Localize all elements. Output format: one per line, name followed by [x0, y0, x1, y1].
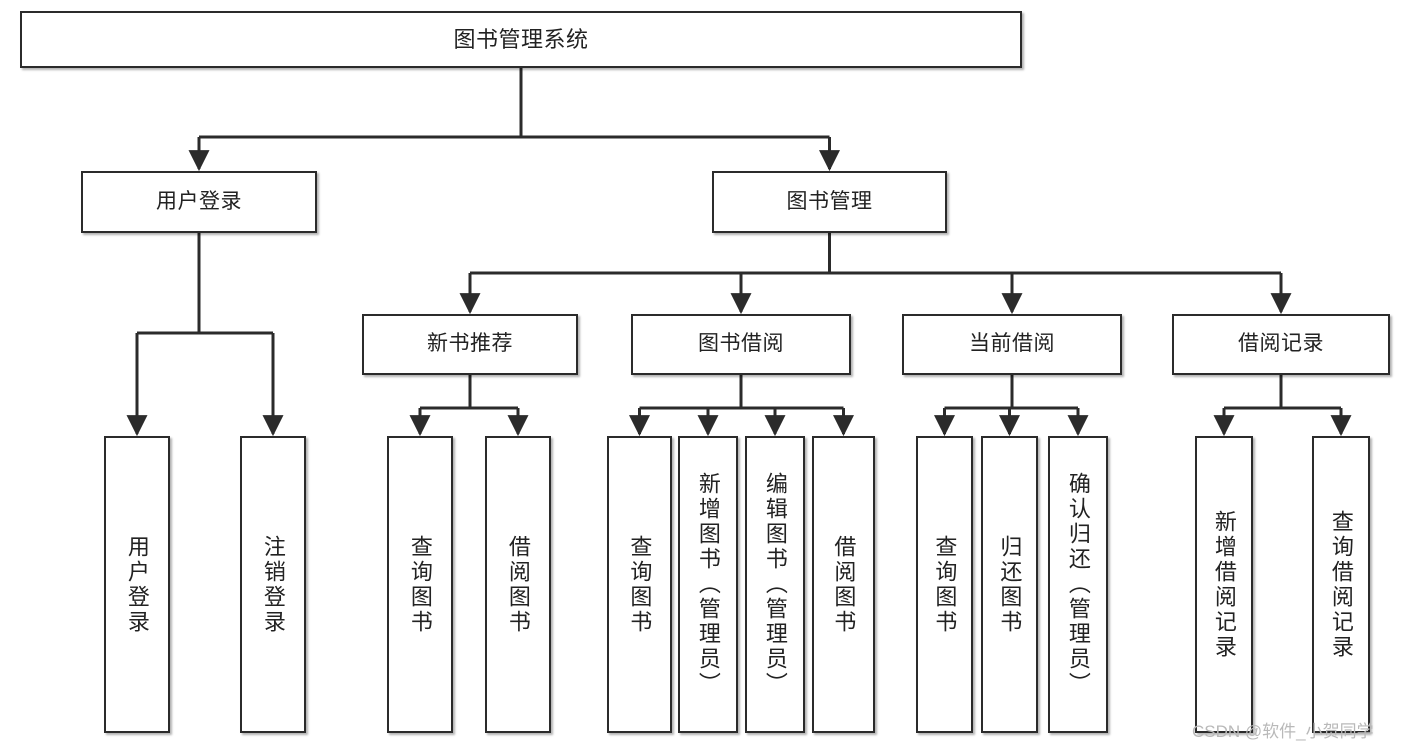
- node-leaf-query-book-2[interactable]: 查询图书: [607, 436, 672, 733]
- node-leaf-borrow-book-1-label: 借阅图书: [505, 534, 531, 635]
- node-current-borrow-label: 当前借阅: [969, 332, 1055, 356]
- node-new-book-recommend-label: 新书推荐: [427, 332, 513, 356]
- node-leaf-query-record[interactable]: 查询借阅记录: [1312, 436, 1370, 733]
- node-new-book-recommend[interactable]: 新书推荐: [362, 314, 578, 375]
- node-leaf-user-login[interactable]: 用户登录: [104, 436, 170, 733]
- node-book-manage-label: 图书管理: [786, 189, 873, 213]
- node-book-manage[interactable]: 图书管理: [712, 171, 947, 233]
- node-leaf-query-book-3[interactable]: 查询图书: [916, 436, 973, 733]
- node-leaf-return-book-label: 归还图书: [997, 534, 1023, 635]
- node-leaf-borrow-book-1[interactable]: 借阅图书: [485, 436, 551, 733]
- node-leaf-query-book-1-label: 查询图书: [407, 534, 433, 635]
- node-leaf-add-record-label: 新增借阅记录: [1211, 509, 1237, 660]
- node-borrow-record[interactable]: 借阅记录: [1172, 314, 1390, 375]
- node-leaf-add-record[interactable]: 新增借阅记录: [1195, 436, 1253, 733]
- node-leaf-query-book-1[interactable]: 查询图书: [387, 436, 453, 733]
- node-leaf-confirm-return[interactable]: 确认归还（管理员）: [1048, 436, 1108, 733]
- node-leaf-add-book-label: 新增图书（管理员）: [695, 472, 721, 697]
- node-root-label: 图书管理系统: [453, 26, 589, 52]
- node-leaf-user-login-label: 用户登录: [124, 534, 150, 635]
- node-book-borrow-label: 图书借阅: [698, 332, 784, 356]
- node-leaf-query-record-label: 查询借阅记录: [1328, 509, 1354, 660]
- node-leaf-add-book[interactable]: 新增图书（管理员）: [678, 436, 738, 733]
- node-borrow-record-label: 借阅记录: [1238, 332, 1324, 356]
- node-root[interactable]: 图书管理系统: [20, 11, 1022, 68]
- node-leaf-return-book[interactable]: 归还图书: [981, 436, 1038, 733]
- node-book-borrow[interactable]: 图书借阅: [631, 314, 851, 375]
- watermark: CSDN @软件_小贺同学: [1192, 722, 1374, 741]
- node-user-login-label: 用户登录: [156, 189, 242, 213]
- node-leaf-query-book-2-label: 查询图书: [627, 534, 653, 635]
- node-leaf-user-logout[interactable]: 注销登录: [240, 436, 306, 733]
- node-leaf-user-logout-label: 注销登录: [260, 534, 286, 635]
- node-leaf-confirm-return-label: 确认归还（管理员）: [1065, 472, 1091, 697]
- node-leaf-edit-book-label: 编辑图书（管理员）: [762, 472, 788, 697]
- node-leaf-edit-book[interactable]: 编辑图书（管理员）: [745, 436, 805, 733]
- node-user-login[interactable]: 用户登录: [81, 171, 317, 233]
- node-leaf-borrow-book-2[interactable]: 借阅图书: [812, 436, 875, 733]
- node-current-borrow[interactable]: 当前借阅: [902, 314, 1122, 375]
- node-leaf-borrow-book-2-label: 借阅图书: [831, 534, 857, 635]
- node-leaf-query-book-3-label: 查询图书: [932, 534, 958, 635]
